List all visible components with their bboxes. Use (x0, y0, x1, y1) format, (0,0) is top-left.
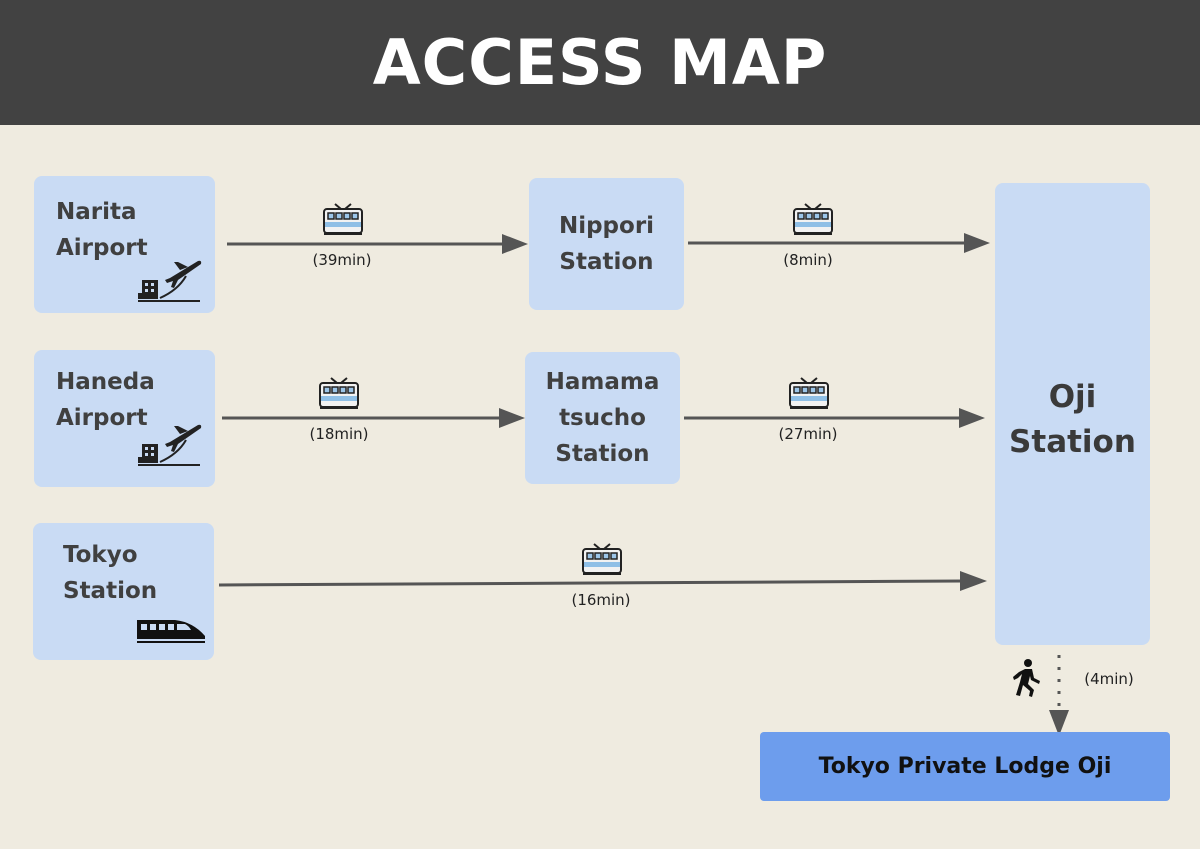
destination-label: Tokyo Private Lodge Oji (818, 754, 1112, 779)
transfer-hamamatsucho-label: Hamama tsucho Station (545, 369, 660, 467)
origin-narita-label: Narita Airport (56, 199, 148, 261)
duration-oji-lodge-walk: (4min) (1084, 670, 1134, 688)
duration-tokyo-oji: (16min) (571, 591, 631, 609)
arrowhead-hamamatsucho-oji (959, 408, 985, 428)
header-bar: ACCESS MAP (0, 0, 1200, 125)
train-icon (793, 203, 833, 235)
origin-tokyo-label: Tokyo Station (63, 542, 158, 604)
hub-oji-station: Oji Station (995, 183, 1150, 645)
train-icon (319, 377, 359, 409)
arrowhead-tokyo-oji (960, 571, 987, 591)
origin-haneda-label: Haneda Airport (56, 369, 155, 431)
destination-lodge: Tokyo Private Lodge Oji (760, 732, 1170, 801)
arrowhead-nippori-oji (964, 233, 990, 253)
arrowhead-oji-lodge (1049, 710, 1069, 736)
arrow-tokyo-oji (218, 579, 964, 587)
transfer-nippori-station: Nippori Station (529, 178, 684, 310)
transfer-hamamatsucho-station: Hamama tsucho Station (525, 352, 680, 484)
hub-oji-label: Oji Station (1009, 379, 1136, 460)
origin-haneda-airport: Haneda Airport (34, 350, 215, 487)
origin-tokyo-station: Tokyo Station (33, 523, 214, 660)
train-icon (789, 377, 829, 409)
transfer-nippori-label: Nippori Station (558, 213, 655, 275)
origin-narita-airport: Narita Airport (34, 176, 215, 313)
page-title: ACCESS MAP (372, 26, 828, 99)
arrowhead-narita-nippori (502, 234, 528, 254)
walking-person-icon (1013, 659, 1040, 697)
arrowhead-haneda-hamamatsucho (499, 408, 525, 428)
duration-haneda-hamamatsucho: (18min) (309, 425, 369, 443)
duration-hamamatsucho-oji: (27min) (778, 425, 838, 443)
train-icon (323, 203, 363, 235)
airplane-takeoff-icon (138, 260, 202, 302)
duration-nippori-oji: (8min) (783, 251, 833, 269)
shinkansen-icon (137, 620, 205, 643)
train-icon (582, 543, 622, 575)
duration-narita-nippori: (39min) (312, 251, 372, 269)
airplane-takeoff-icon (138, 424, 202, 466)
